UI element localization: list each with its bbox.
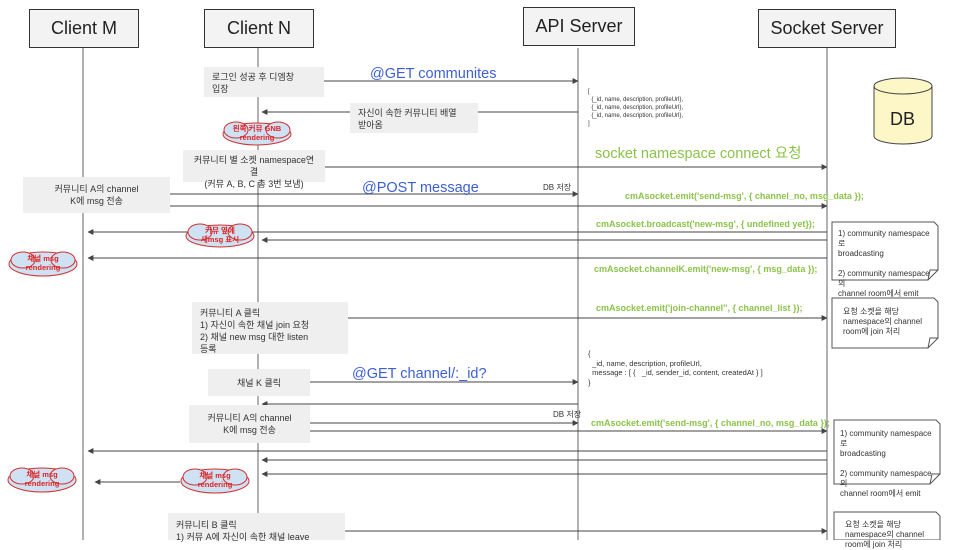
actor-client-n: Client N [204,9,314,48]
cloud-channel-render-n [180,468,250,494]
db-save-label-2: DB 저장 [553,410,582,419]
cloud-label-channel-render-m1: 채널 msg rendering [25,254,61,272]
response-communities-json: [ {_id, name, description, profileUrl}, … [588,89,684,127]
actor-client-m: Client M [29,9,139,48]
emit-send-msg-2: cmAsocket.emit('send-msg', { channel_no,… [591,418,830,428]
cloud-channel-render-m1 [8,251,78,277]
step-receive-communities: 자신이 속한 커뮤니티 배열 받아옴 [350,103,478,133]
emit-join-channel: cmAsocket.emit('join-channel'', { channe… [596,303,803,313]
request-get-channel: @GET channel/:_id? [352,366,487,382]
cloud-new-msg [185,223,255,248]
note-join-2: 요청 소켓을 해당 namespace의 channel room에 join … [845,520,924,549]
step-send-msg-m: 커뮤니티 A의 channel K에 msg 전송 [23,177,170,213]
emit-send-msg-1: cmAsocket.emit('send-msg', { channel_no,… [625,191,864,201]
cloud-label-gnb: 왼쪽 커뮤 GNB rendering [232,124,282,142]
note-broadcast-1: 1) community namespace로 broadcasting 2) … [838,229,930,298]
step-click-channel-k: 채널 K 클릭 [208,369,310,396]
step-click-community-b: 커뮤니티 B 클릭 1) 커뮤 A에 자신이 속한 채널 leave [168,513,345,542]
db-label: DB [890,109,916,129]
step-click-community-a: 커뮤니티 A 클릭 1) 자신이 속한 채널 join 요청 2) 채널 new… [192,302,348,354]
step-send-msg-n: 커뮤니티 A의 channel K에 msg 전송 [189,405,310,443]
cloud-label-channel-render-n: 채널 msg rendering [197,471,233,489]
step-connect-namespace: 커뮤니티 별 소켓 namespace연결 (커뮤 A, B, C 총 3번 보… [183,150,325,189]
db-cylinder [873,77,933,145]
emit-namespace-connect: socket namespace connect 요청 [595,146,802,162]
step-login: 로그인 성공 후 디엠창 입장 [204,67,324,97]
db-save-label-1: DB 저장 [543,183,572,192]
note-card-4 [833,511,941,540]
cloud-label-channel-render-m2: 채널 msg rendering [24,470,60,488]
emit-channel-emit: cmAsocket.channelK.emit('new-msg', { msg… [594,264,818,274]
note-broadcast-2: 1) community namespace로 broadcasting 2) … [840,429,932,498]
cloud-channel-render-m2 [7,467,77,493]
actor-socket-server: Socket Server [758,9,896,48]
response-channel-json: { _id, name, description, profileUrl, me… [588,349,763,387]
cloud-gnb-rendering [222,121,292,146]
actor-api-server: API Server [523,7,635,46]
request-get-communities: @GET communites [370,66,497,82]
cloud-label-new-msg: 커뮤 옆에 새msg 표시 [200,226,240,244]
emit-broadcast: cmAsocket.broadcast('new-msg', { undefin… [596,219,815,229]
note-join: 요청 소켓을 해당 namespace의 channel room에 join … [843,307,922,336]
request-post-message: @POST message [362,180,479,196]
